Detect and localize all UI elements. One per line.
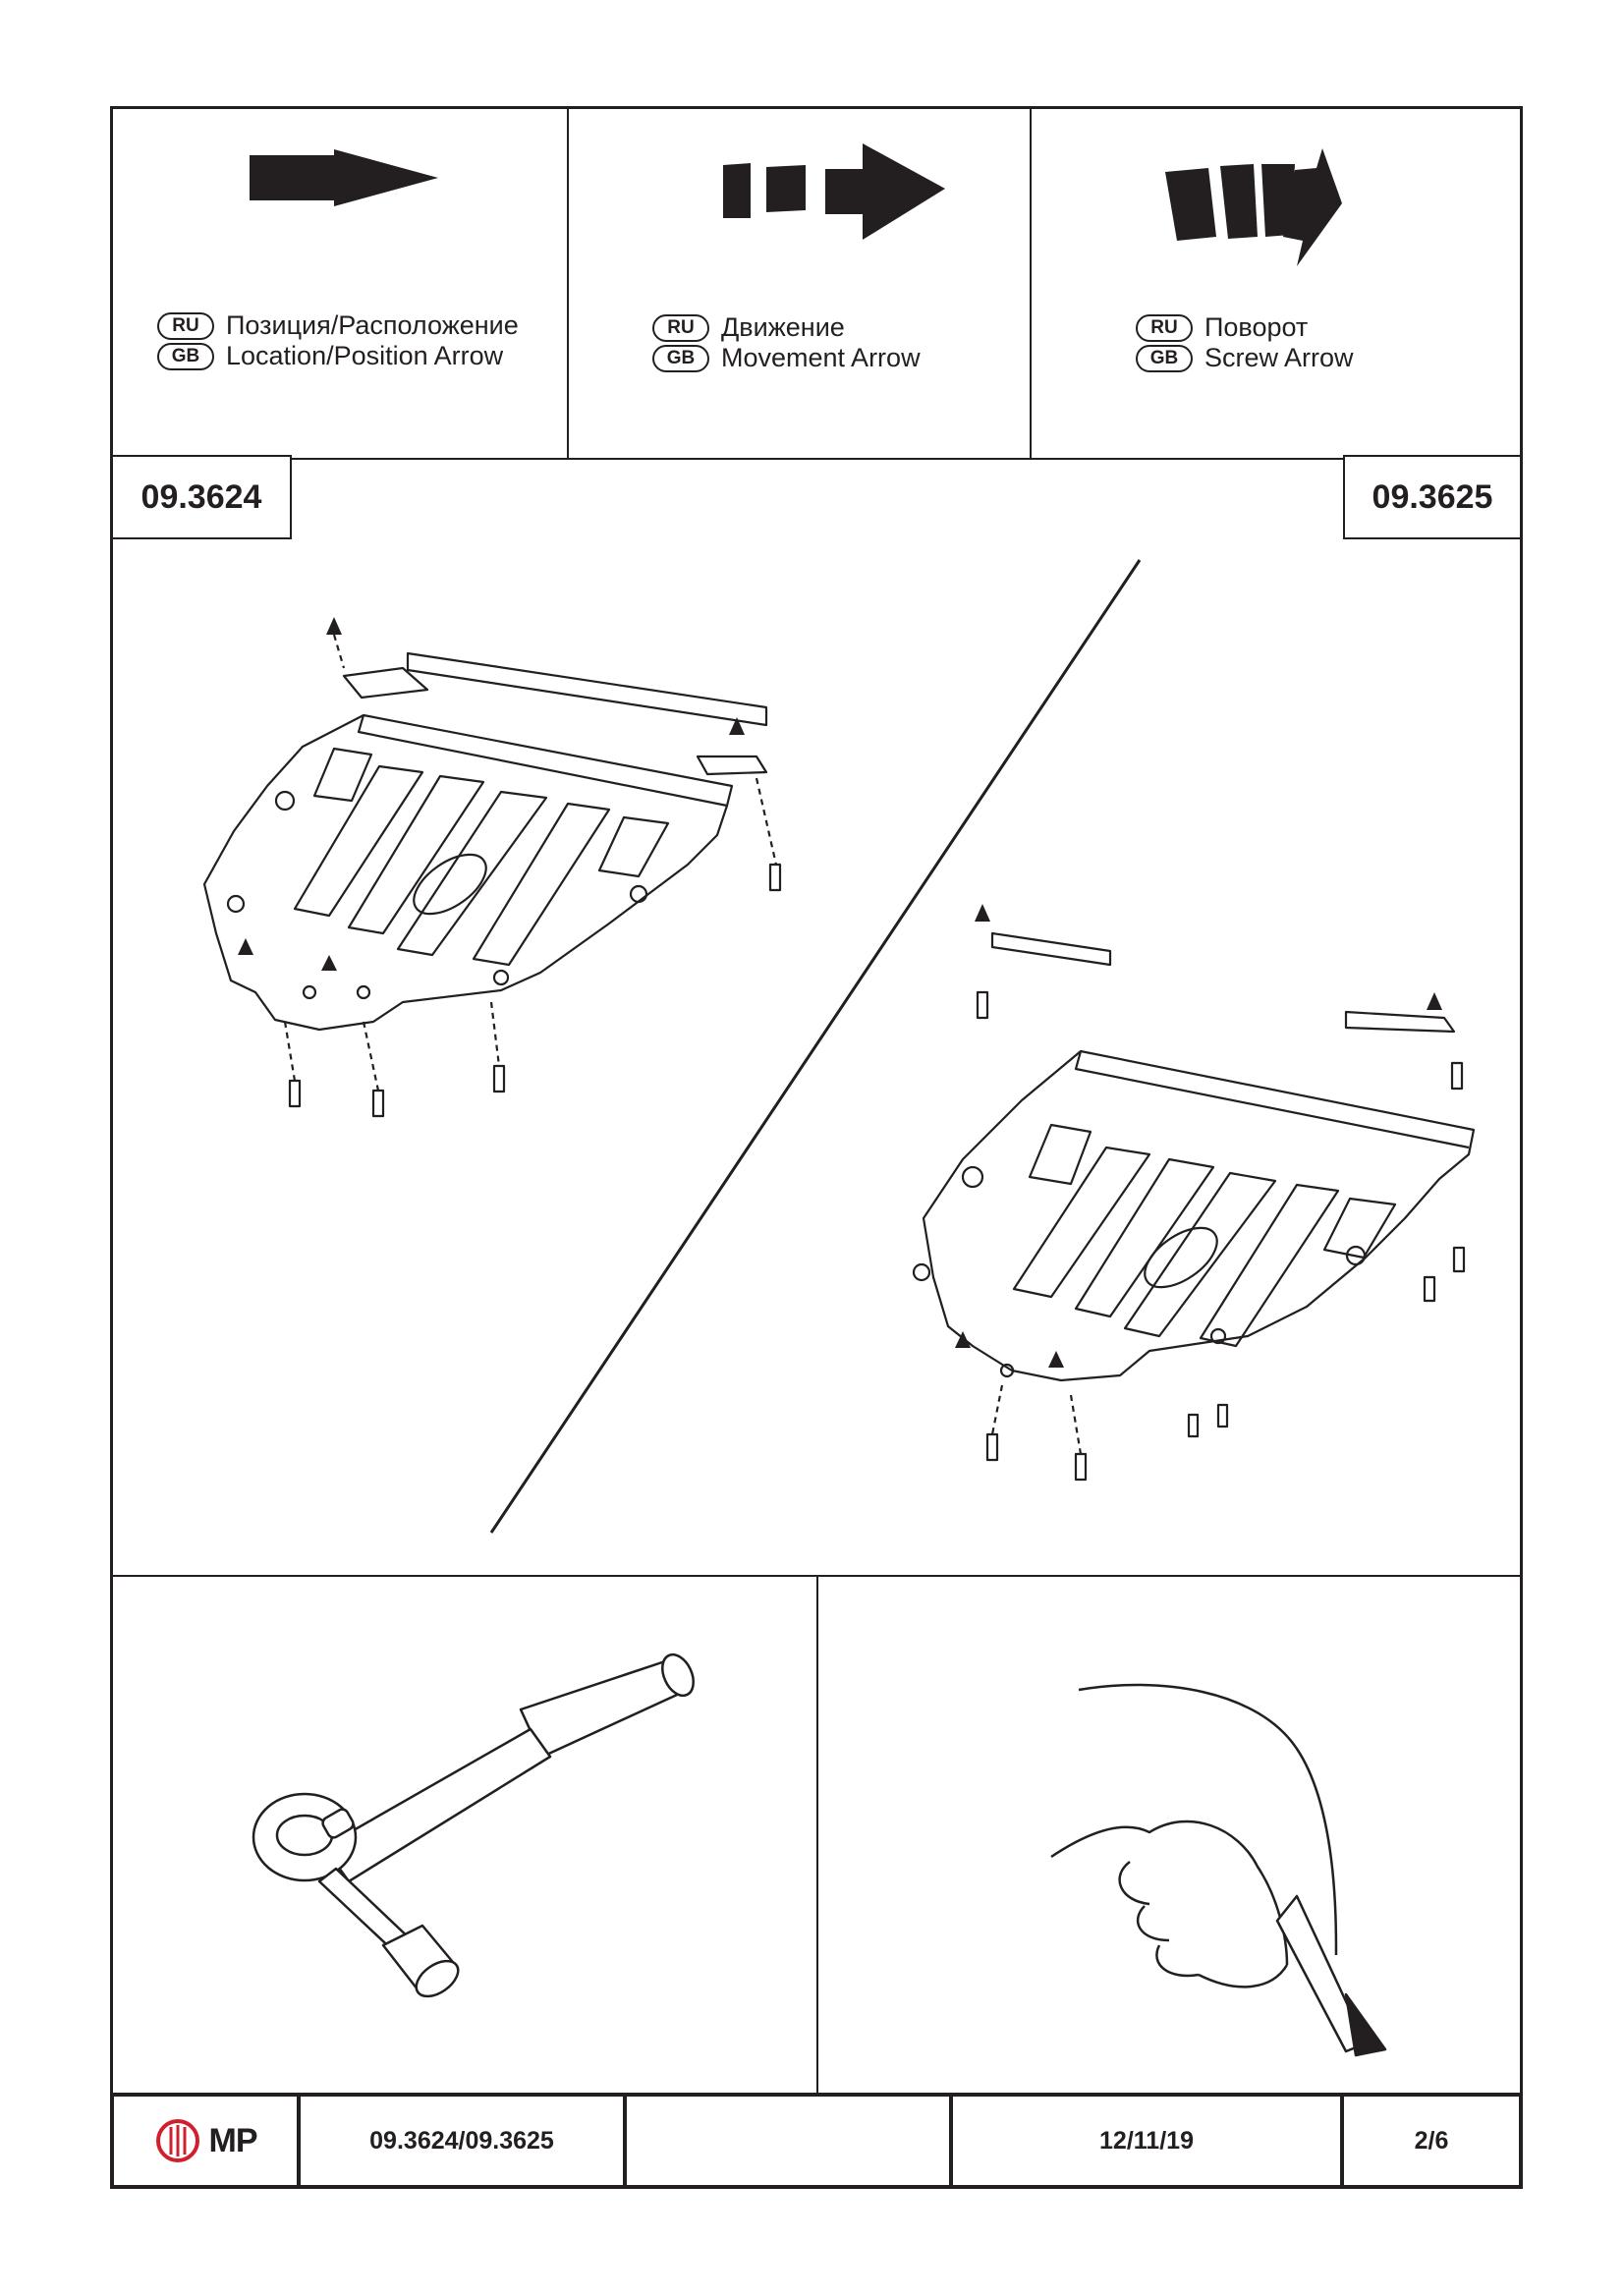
divider-legend-1 (567, 106, 569, 460)
legend-gb-text: Movement Arrow (721, 343, 921, 372)
gb-badge: GB (652, 344, 709, 372)
location-arrow-icon (250, 149, 438, 206)
footer-blank-cell (627, 2097, 953, 2185)
hand-cutting-knife-icon (1050, 1683, 1387, 2057)
legend-gb-text: Location/Position Arrow (226, 341, 504, 370)
legend-movement: RU Движение GB Movement Arrow (652, 312, 921, 373)
model-code-right: 09.3625 (1343, 455, 1522, 539)
mp-logo-icon (155, 2119, 199, 2162)
divider-tools-mid (816, 1575, 818, 2094)
logo-text: MP (208, 2121, 258, 2159)
legend-gb-text: Screw Arrow (1204, 343, 1354, 372)
movement-arrow-icon (723, 143, 945, 240)
footer-page-number: 2/6 (1414, 2126, 1449, 2155)
footer-date: 12/11/19 (953, 2097, 1344, 2185)
gb-badge: GB (1136, 344, 1193, 372)
diagonal-separator (489, 559, 1142, 1534)
legend-screw: RU Поворот GB Screw Arrow (1136, 312, 1354, 373)
gb-badge: GB (157, 342, 214, 370)
footer-part-codes: 09.3624/09.3625 (301, 2097, 627, 2185)
legend-ru-text: Поворот (1204, 312, 1309, 342)
ru-badge: RU (1136, 313, 1193, 342)
title-block: MP 09.3624/09.3625 12/11/19 2/6 (110, 2093, 1523, 2189)
legend-location: RU Позиция/Расположение GB Location/Positi… (157, 310, 519, 371)
ru-badge: RU (652, 313, 709, 342)
divider-legend-2 (1030, 106, 1032, 460)
ru-badge: RU (157, 311, 214, 340)
screw-arrow-icon (1165, 148, 1342, 266)
footer-logo: MP (114, 2097, 301, 2185)
skid-plate-right-diagram (912, 904, 1476, 1482)
ratchet-wrench-icon (252, 1652, 695, 1998)
legend-ru-text: Позиция/Расположение (226, 310, 519, 340)
legend-ru-text: Движение (721, 312, 845, 342)
skid-plate-left-diagram (202, 617, 782, 1118)
divider-header (110, 458, 1523, 460)
model-code-left: 09.3624 (111, 455, 292, 539)
